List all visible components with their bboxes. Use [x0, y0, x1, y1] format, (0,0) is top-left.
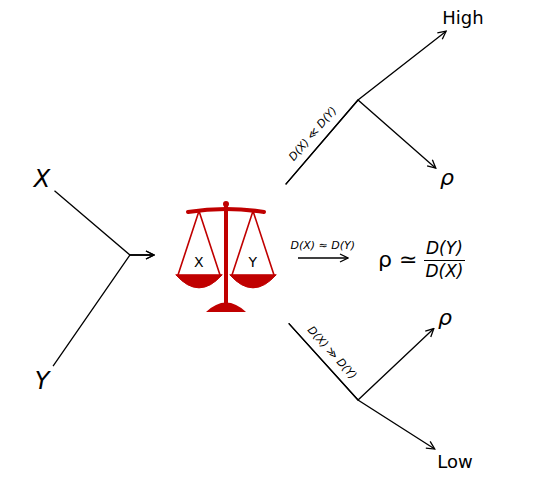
balance-part — [223, 201, 229, 207]
node-text: Low — [437, 452, 472, 473]
input-variable: Y — [33, 367, 52, 397]
connector-group — [53, 31, 446, 449]
condition-label: D(X) ≈ D(Y) — [290, 240, 357, 253]
formula-text: ρ ≃ — [378, 247, 417, 272]
node-text: ρ — [440, 165, 454, 190]
flow-arrow — [55, 191, 154, 255]
outcome-label: High — [440, 7, 485, 30]
flow-arrow — [286, 31, 446, 184]
rho-formula: ρ ≃D(Y)D(X) — [376, 238, 467, 282]
node-text: ρ — [438, 305, 452, 330]
pan-text: X — [194, 254, 204, 270]
denominator: D(X) — [423, 261, 465, 282]
balance-scale: XY — [168, 195, 284, 313]
flow-arrow — [289, 323, 435, 449]
flow-arrow — [53, 255, 154, 366]
pan-text: Y — [249, 254, 258, 270]
balance-part — [230, 275, 276, 288]
balance-part — [178, 211, 220, 275]
balance-part — [224, 203, 228, 303]
fraction: D(Y)D(X) — [423, 239, 465, 281]
balance-part — [176, 275, 222, 288]
balance-outline — [168, 195, 284, 313]
numerator: D(Y) — [424, 239, 465, 261]
node-text: X — [34, 166, 50, 194]
rho-symbol: ρ — [436, 304, 454, 331]
node-text: High — [442, 8, 483, 29]
node-text: Y — [35, 368, 50, 396]
flow-arrow — [286, 100, 436, 184]
condition-label: D(X) ≫ D(Y) — [304, 324, 360, 384]
condition-label: D(X) ≪ D(Y) — [286, 104, 340, 165]
balance-part — [206, 303, 246, 313]
outcome-label: Low — [435, 451, 474, 474]
flow-arrow — [289, 323, 434, 400]
rho-symbol: ρ — [438, 164, 456, 191]
input-variable: X — [32, 165, 52, 195]
balance-part — [232, 211, 274, 275]
flow-arrow — [298, 257, 348, 258]
